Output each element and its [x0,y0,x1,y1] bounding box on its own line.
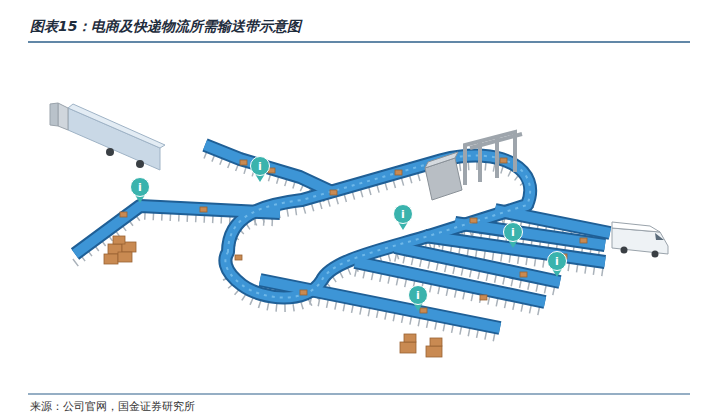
parcels [104,158,587,357]
info-marker: i [547,251,567,271]
info-letter: i [401,209,405,220]
info-letter: i [511,227,515,238]
info-letter: i [416,290,420,301]
info-letter: i [555,256,559,267]
info-marker: i [393,204,413,224]
chart-title: 图表15：电商及快递物流所需输送带示意图 [30,18,301,36]
legs [75,154,610,338]
info-marker: i [408,285,428,305]
scanner [425,152,462,200]
truck [50,103,165,170]
info-marker: i [250,156,270,176]
gate [465,132,522,185]
info-letter: i [258,161,262,172]
belts [75,145,610,328]
source-caption: 来源：公司官网，国金证券研究所 [30,399,195,414]
title-rule [28,41,690,43]
info-marker: i [130,177,150,197]
info-letter: i [138,182,142,193]
info-marker: i [503,222,523,242]
pin-tails [135,174,562,311]
van [612,222,668,258]
caption-rule [28,393,690,394]
